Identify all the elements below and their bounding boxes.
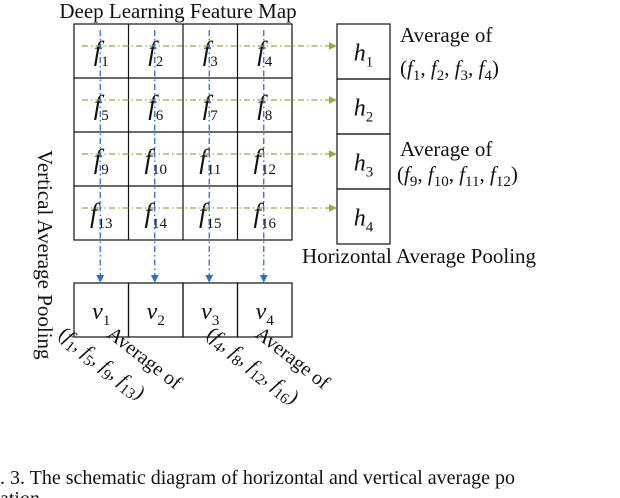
h-cell-h3: h3 <box>354 151 374 181</box>
feature-cell-f10: f10 <box>144 144 167 178</box>
feature-cell-f8: f8 <box>257 90 272 124</box>
h1-average-annotation: Average of (f1, f2, f3, f4) <box>400 23 499 84</box>
h-cell-h1: h1 <box>354 41 374 71</box>
feature-cell-f15: f15 <box>199 198 222 232</box>
v-cell-v1: v1 <box>92 299 110 329</box>
v1-average-annotation: Average of (f1, f5, f9, f13) <box>52 323 187 407</box>
h-cell-h4: h4 <box>354 206 374 236</box>
feature-cell-f13: f13 <box>90 198 113 232</box>
feature-map-grid: f1 f2 f3 f4 f5 f6 f7 f8 f9 f10 f11 f12 f13 f14 f15 f16 <box>73 23 293 241</box>
h1-average-terms: (f1, f2, f3, f4) <box>400 56 499 84</box>
h-cell-h2: h2 <box>354 96 374 126</box>
v1-average-terms: (f1, f5, f9, f13) <box>52 323 149 407</box>
feature-cell-f5: f5 <box>94 90 109 124</box>
figure-caption-line-1: . 3. The schematic diagram of horizontal… <box>0 467 515 489</box>
v-cell-v2: v2 <box>147 299 165 329</box>
v-cell-border <box>236 282 293 338</box>
vertical-pooling-label: Vertical Average Pooling <box>33 150 57 360</box>
figure-caption-line-2: ation <box>0 488 40 498</box>
h3-average-annotation: Average of (f9, f10, f11, f12) <box>397 137 518 190</box>
h3-average-terms: (f9, f10, f11, f12) <box>397 162 518 190</box>
feature-cell-f12: f12 <box>253 144 276 178</box>
feature-map-title: Deep Learning Feature Map <box>59 0 296 23</box>
feature-cell-f16: f16 <box>253 198 276 232</box>
feature-cell-f14: f14 <box>144 198 167 232</box>
feature-cell-f9: f9 <box>94 144 109 178</box>
v-cell-v3: v3 <box>201 299 219 329</box>
horizontal-pooled-column: h1 h2 h3 h4 <box>336 23 391 245</box>
vertical-pooled-row: v1 v2 v3 v4 <box>73 282 293 338</box>
feature-cell-f6: f6 <box>148 90 164 124</box>
h-cell-border <box>336 188 391 245</box>
feature-cell-f4: f4 <box>257 36 273 70</box>
v-cell-v4: v4 <box>256 299 275 329</box>
feature-cell-f3: f3 <box>203 36 218 70</box>
h3-average-label: Average of <box>400 137 492 161</box>
horizontal-pooling-label: Horizontal Average Pooling <box>302 244 537 268</box>
feature-cell-f7: f7 <box>203 90 219 124</box>
pooling-arrows <box>82 30 337 283</box>
v4-average-terms: (f4, f8, f12, f16) <box>200 323 303 412</box>
h1-average-label: Average of <box>400 23 492 47</box>
feature-cell-f11: f11 <box>199 144 221 178</box>
feature-cell-f1: f1 <box>94 36 109 70</box>
feature-cell-f2: f2 <box>148 36 163 70</box>
